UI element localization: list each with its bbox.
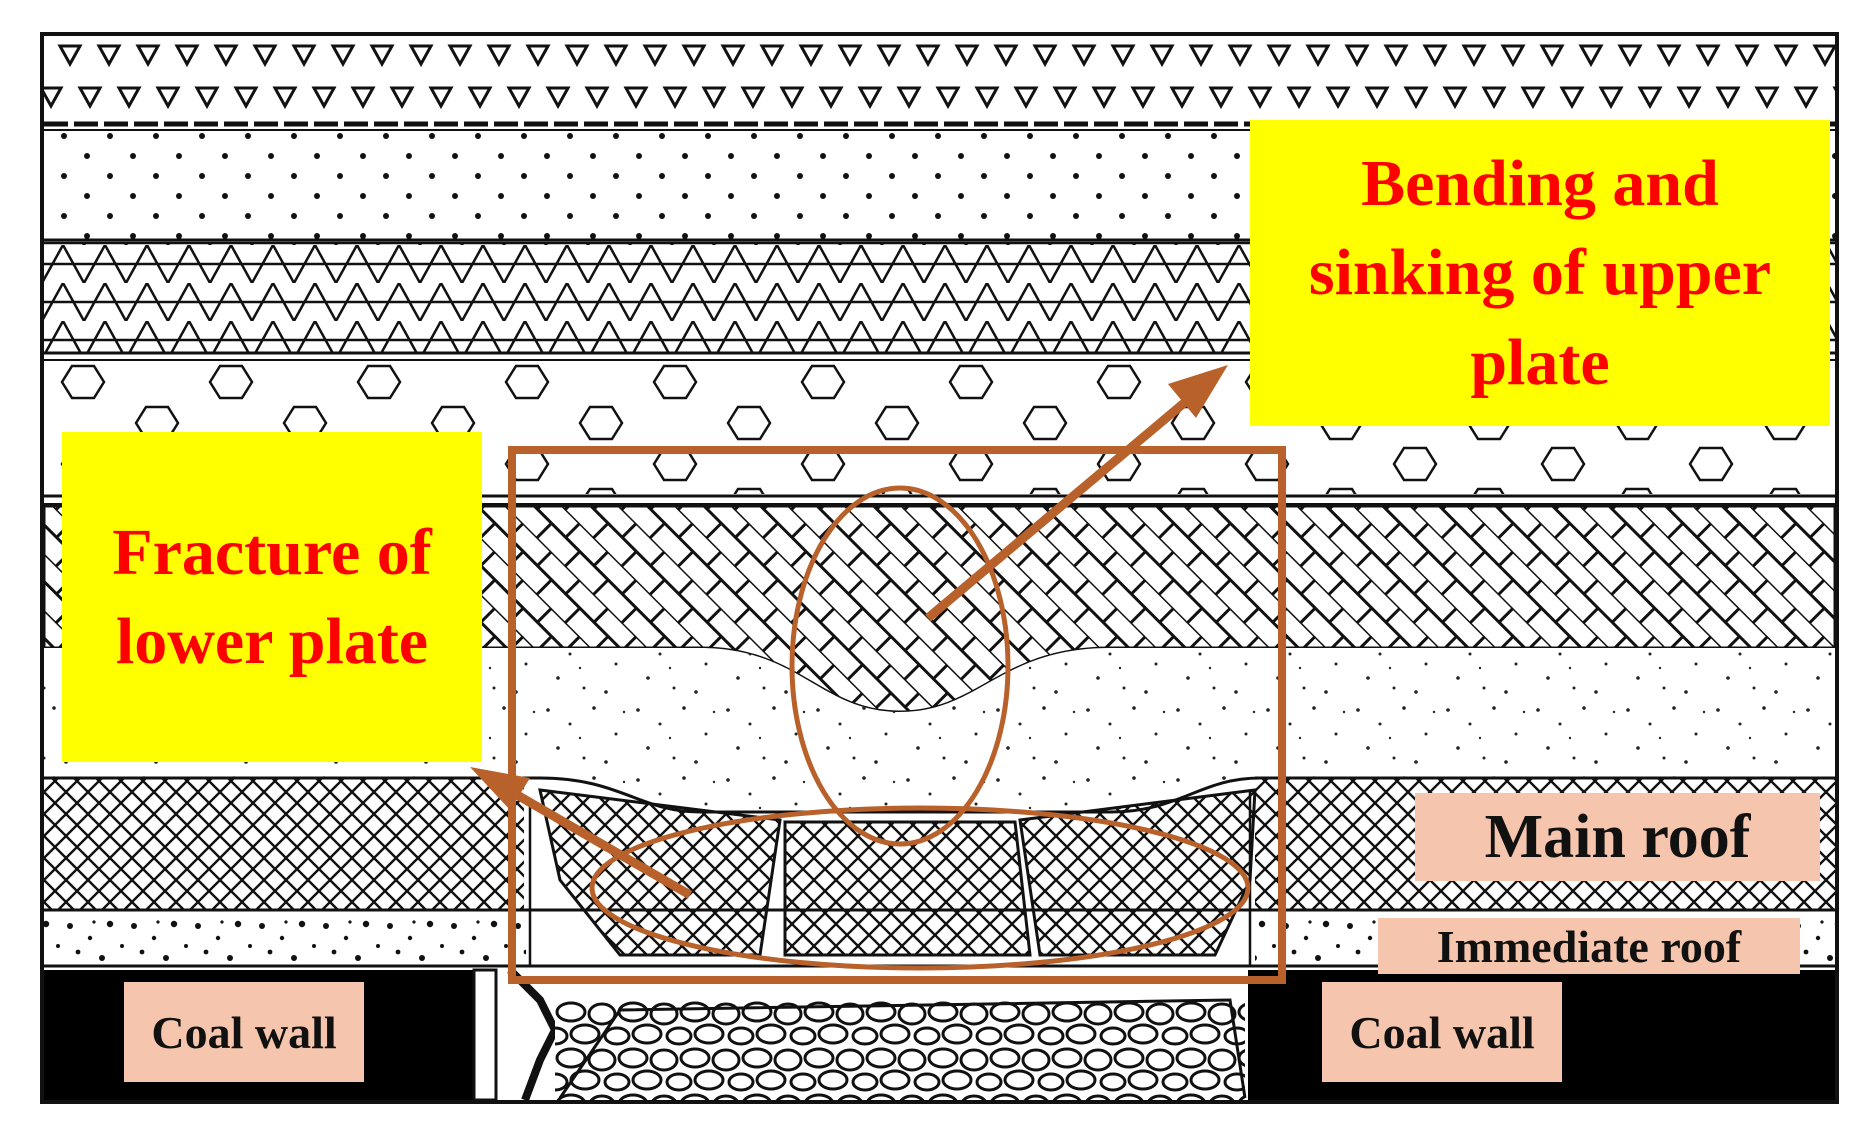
arrow-lower-head <box>470 767 530 810</box>
annotation-layer <box>470 365 1286 984</box>
upper-plate-callout: Bending and sinking of upper plate <box>1250 120 1830 426</box>
immediate-roof-tag: Immediate roof <box>1378 918 1800 974</box>
coal-wall-right-label: Coal wall <box>1349 1006 1535 1058</box>
lower-plate-label: Fracture of lower plate <box>112 515 432 678</box>
zone-box <box>508 446 1286 984</box>
arrow-upper-head <box>1168 365 1228 418</box>
lower-plate-ellipse <box>589 805 1251 971</box>
main-roof-tag: Main roof <box>1415 793 1820 881</box>
upper-plate-ellipse <box>789 485 1011 847</box>
stratum-top-triangles <box>44 36 1835 124</box>
main-roof-label: Main roof <box>1484 802 1751 871</box>
coal-wall-left-tag: Coal wall <box>124 982 364 1082</box>
coal-wall-right-tag: Coal wall <box>1322 982 1562 1082</box>
immediate-roof-label: Immediate roof <box>1436 920 1742 972</box>
coal-wall-left-label: Coal wall <box>151 1006 337 1058</box>
hydraulic-support <box>472 968 498 1102</box>
stratum-main-roof-left <box>44 778 524 910</box>
lower-plate-callout: Fracture of lower plate <box>62 432 482 762</box>
main-roof-block-right <box>1018 788 1257 957</box>
arrow-upper-shaft <box>925 394 1193 622</box>
upper-plate-label: Bending and sinking of upper plate <box>1308 147 1772 399</box>
arrow-lower-shaft <box>502 784 693 899</box>
stratum-immediate-roof-left <box>44 918 526 966</box>
goaf-rubble <box>555 1000 1245 1100</box>
